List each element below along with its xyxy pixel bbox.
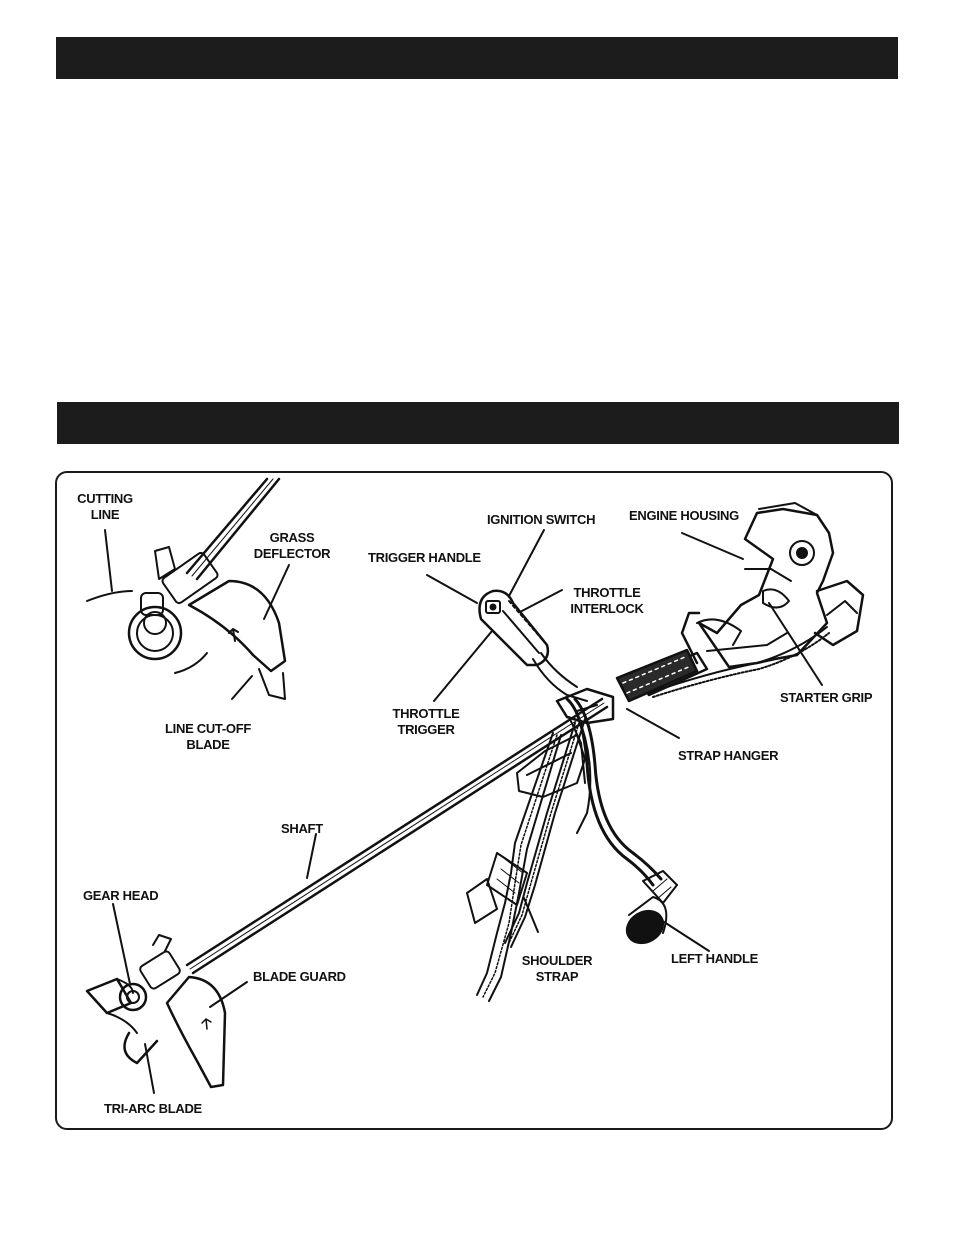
label-starter-grip: STARTER GRIP bbox=[780, 690, 873, 705]
label-strap-hanger: STRAP HANGER bbox=[678, 748, 779, 763]
left-handle bbox=[565, 697, 678, 945]
label-blade-guard: BLADE GUARD bbox=[253, 969, 346, 984]
label-tri-arc-blade: TRI-ARC BLADE bbox=[104, 1101, 202, 1116]
label-ignition-switch: IGNITION SWITCH bbox=[487, 512, 596, 527]
main-shaft bbox=[185, 697, 609, 975]
trimmer-head-inset bbox=[86, 477, 287, 700]
label-trigger-handle: TRIGGER HANDLE bbox=[368, 550, 481, 565]
section-header-bar-1 bbox=[56, 37, 898, 79]
engine bbox=[615, 502, 865, 703]
trimmer-illustration bbox=[85, 477, 865, 1094]
label-left-handle: LEFT HANDLE bbox=[671, 951, 758, 966]
leader-lines bbox=[104, 529, 823, 1094]
section-header-bar-2 bbox=[57, 402, 899, 444]
label-shaft: SHAFT bbox=[281, 821, 323, 836]
label-gear-head: GEAR HEAD bbox=[83, 888, 159, 903]
gear-head-blade bbox=[85, 934, 227, 1089]
shoulder-strap bbox=[466, 718, 586, 1002]
label-engine-housing: ENGINE HOUSING bbox=[629, 508, 739, 523]
